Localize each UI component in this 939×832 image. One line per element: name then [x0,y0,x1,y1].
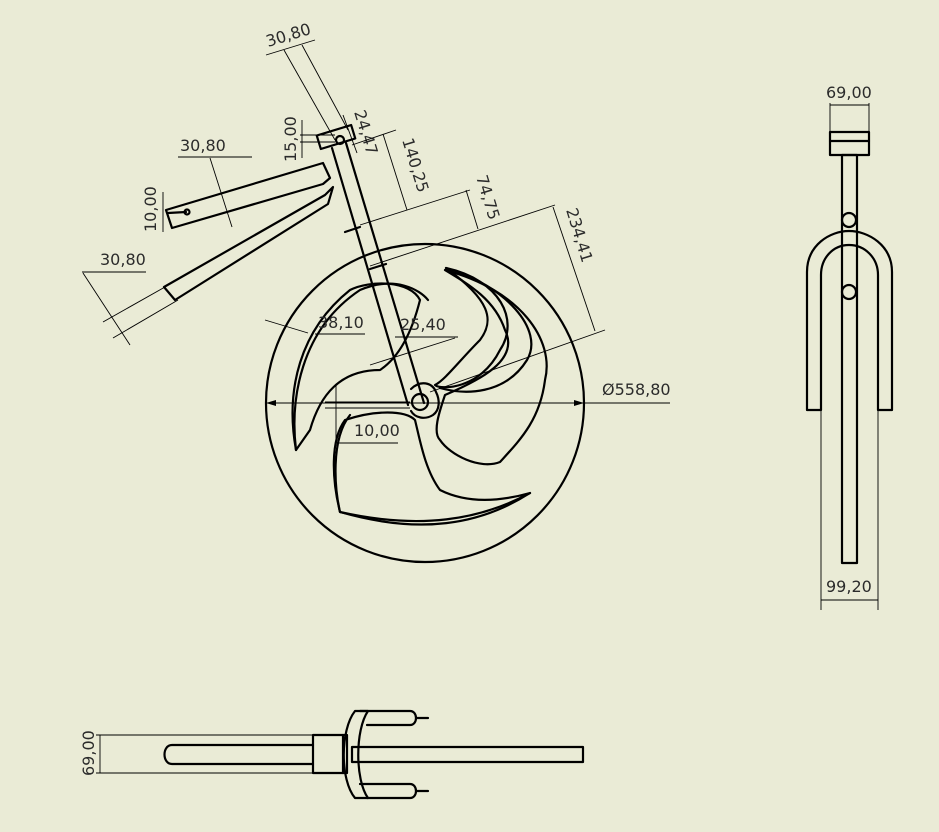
lower-bolt [840,283,858,301]
dim-bar-end: 10,00 [141,186,160,232]
fork-crown-line [343,225,362,234]
bar-end-slot [166,210,188,215]
rear-tube [163,743,315,766]
front-tube [350,745,585,764]
stem-bolt [334,134,346,146]
steerer-tube [840,153,859,565]
wheel-cutout-right [435,268,548,466]
dim-bar-upper: 30,80 [180,136,226,155]
stem-block [828,130,871,157]
blade-outline-2 [293,282,430,452]
dim-fork-width: 99,20 [826,577,872,596]
dim-fork-length: 234,41 [562,206,597,265]
dim-bar-lower: 30,80 [100,250,146,269]
side-view: 30,80 15,00 24,47 140,25 74,75 234,41 30… [82,19,671,564]
axle-circle [410,392,430,412]
lower-prong [358,782,418,800]
fork-lower-line [368,262,388,271]
blade-outline-1 [438,266,533,393]
blade-outline-3 [334,413,532,526]
stem-body [311,733,349,775]
dim-stem-width: 69,00 [826,83,872,102]
dim-stem-height: 69,00 [79,730,98,776]
handlebar-lower [162,185,335,302]
dim-fork-tube: 25,40 [400,315,446,334]
wheel-cutout-bottom [332,411,532,523]
dim-wheel-diameter: Ø558,80 [602,380,671,399]
dim-stem-offset: 24,47 [350,108,382,157]
wheel-cutout-left [291,282,422,452]
dim-rim-width: 38,10 [318,313,364,332]
upper-prong [358,709,418,727]
hub-shape [409,382,440,419]
fork-arch [805,229,894,412]
wheel-blade-upper [433,266,509,389]
dim-stem-clamp: 15,00 [281,116,300,162]
dim-crown-length: 74,75 [472,173,504,222]
fork-tube-left-edge [330,146,410,407]
front-view: 69,00 99,20 [805,83,894,610]
top-view: 69,00 [79,709,585,800]
bar-end-hole [183,208,191,216]
dim-steerer-length: 140,25 [398,136,433,195]
dim-axle-offset: 10,00 [354,421,400,440]
fork-tube-right-edge [344,141,426,405]
dim-handlebar-top: 30,80 [264,19,313,51]
upper-bolt [840,211,858,229]
handlebar-upper [164,161,332,230]
